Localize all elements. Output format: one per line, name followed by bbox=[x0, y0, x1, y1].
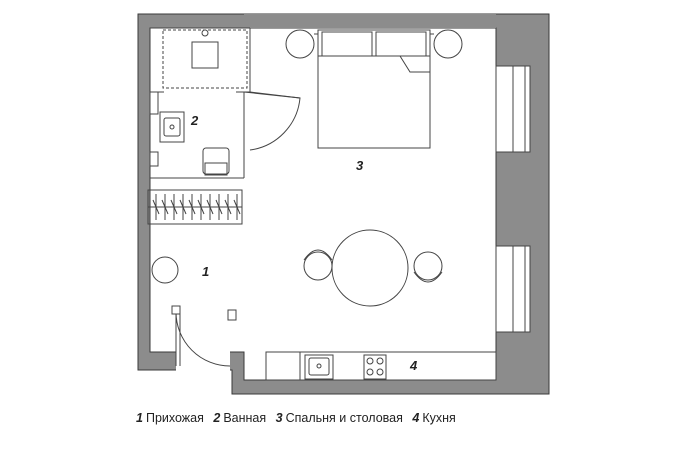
bathroom-door bbox=[243, 91, 301, 151]
kitchen-counter bbox=[265, 351, 497, 381]
bath-wall-stub-2 bbox=[149, 151, 159, 167]
bed bbox=[317, 29, 431, 149]
nightstand-lamp-right bbox=[433, 29, 463, 59]
bathroom-sink bbox=[159, 111, 185, 143]
chair-right bbox=[413, 251, 443, 283]
wardrobe-hangers bbox=[152, 194, 241, 220]
room-number-4: 4 bbox=[409, 358, 418, 373]
nightstand-lamp-left bbox=[285, 29, 315, 59]
chair-left bbox=[303, 249, 333, 281]
entrance-opening bbox=[176, 350, 230, 372]
bathroom-walls bbox=[150, 27, 251, 179]
dining-table bbox=[331, 229, 409, 307]
bath-wall-stub bbox=[149, 91, 159, 115]
room-number-1: 1 bbox=[202, 264, 209, 279]
top-wall bbox=[244, 14, 496, 28]
room-number-3: 3 bbox=[356, 158, 364, 173]
entrance-door bbox=[171, 305, 237, 367]
shower bbox=[162, 29, 248, 89]
window-lower bbox=[495, 245, 531, 333]
toilet bbox=[202, 147, 230, 176]
kitchen-sink bbox=[304, 354, 334, 380]
window-upper bbox=[495, 65, 531, 153]
wardrobe bbox=[147, 189, 243, 225]
hallway-pouf bbox=[151, 256, 179, 284]
kitchen-stove bbox=[363, 354, 387, 380]
room-number-2: 2 bbox=[190, 113, 199, 128]
